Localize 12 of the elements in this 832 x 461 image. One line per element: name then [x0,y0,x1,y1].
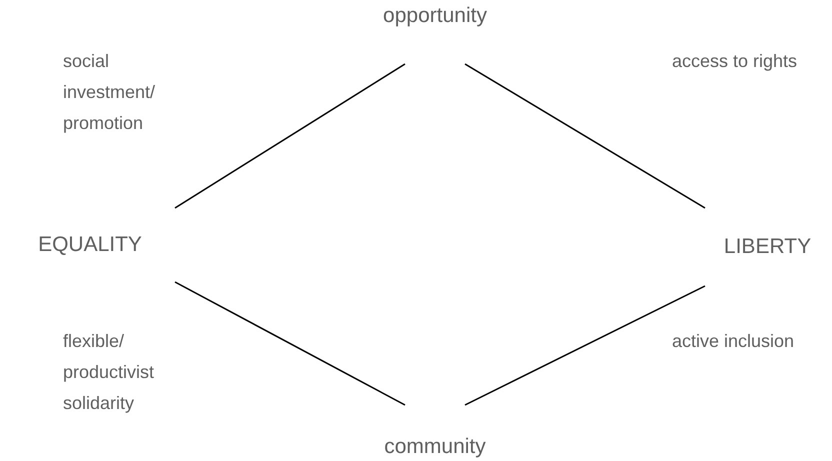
connector-line [464,63,706,209]
annotation-text: access to rights [672,50,798,73]
annotation-text: active inclusion [672,330,796,353]
node-label: LIBERTY [724,235,812,259]
annotation-text: social investment/ promotion [63,50,156,135]
connector-line [464,285,706,406]
connector-line [174,281,406,406]
node-label: EQUALITY [38,233,142,257]
connector-line [174,63,406,209]
node-label: community [384,435,486,459]
node-label: opportunity [383,4,487,28]
annotation-text: flexible/ productivist solidarity [63,330,156,415]
